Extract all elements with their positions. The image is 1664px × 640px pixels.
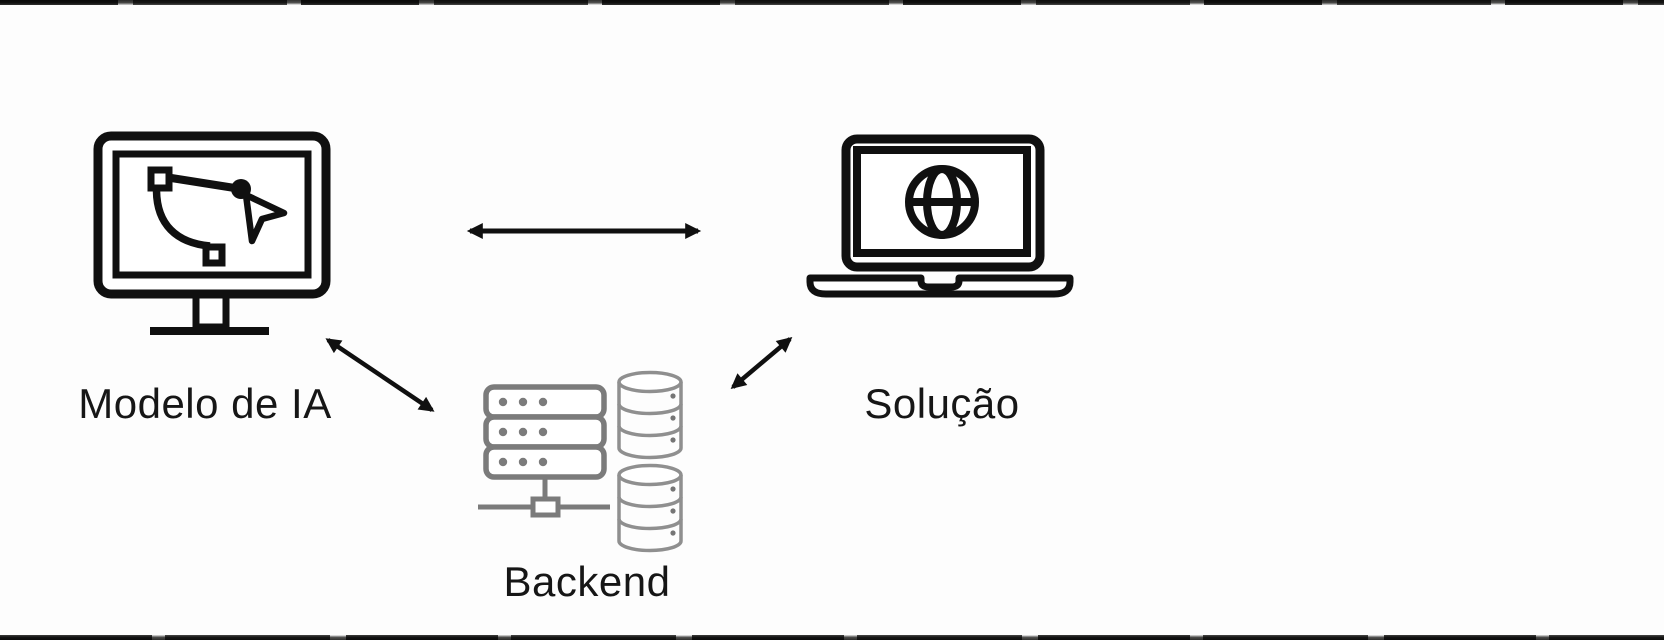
server-icon xyxy=(478,384,610,518)
backend-label: Backend xyxy=(503,558,671,605)
solution-label: Solução xyxy=(864,380,1020,427)
arrow-model-solution xyxy=(450,217,718,245)
backend-server-group xyxy=(476,384,612,520)
arrow-model-backend xyxy=(312,328,448,424)
database-icon xyxy=(617,370,683,553)
ai-model-label: Modelo de IA xyxy=(78,380,332,427)
arrow-backend-solution xyxy=(716,325,808,401)
backend-database-group xyxy=(615,369,685,553)
globe-laptop-icon xyxy=(806,134,1074,298)
bottom-edge-artifact xyxy=(0,635,1664,640)
vector-design-monitor-icon xyxy=(93,131,331,335)
ai-model-node xyxy=(93,131,331,338)
top-edge-artifact xyxy=(0,0,1664,5)
solution-node xyxy=(805,131,1075,299)
